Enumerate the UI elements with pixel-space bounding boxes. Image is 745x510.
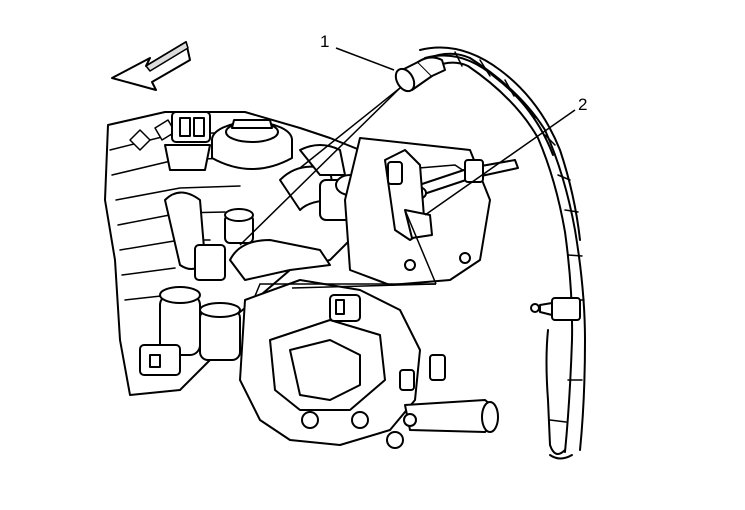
- leader-pointer-2a: [254, 283, 436, 297]
- callout-2: 2: [578, 95, 588, 114]
- electrical-connector: [164, 111, 211, 171]
- wire-harness: [404, 46, 586, 460]
- leader-lines: [239, 47, 576, 297]
- right-connector: [329, 294, 361, 322]
- valve-assembly: [139, 286, 241, 376]
- sensor-connector: [384, 149, 433, 241]
- direction-arrow-icon: [111, 41, 191, 91]
- callout-1: 1: [320, 32, 330, 51]
- leader-pointer-1a: [239, 87, 401, 246]
- leader-line-1: [335, 47, 395, 71]
- hose-end: [394, 56, 446, 93]
- leader-pointer-1b: [299, 87, 401, 169]
- leader-line-2: [424, 109, 576, 216]
- leader-pointer-2c: [404, 209, 437, 285]
- harness-clip: [530, 297, 581, 321]
- pump-housing: [239, 279, 421, 446]
- leader-pointer-2b: [291, 283, 437, 289]
- stud-bolt: [386, 354, 499, 449]
- oil-filler-cap: [211, 119, 293, 170]
